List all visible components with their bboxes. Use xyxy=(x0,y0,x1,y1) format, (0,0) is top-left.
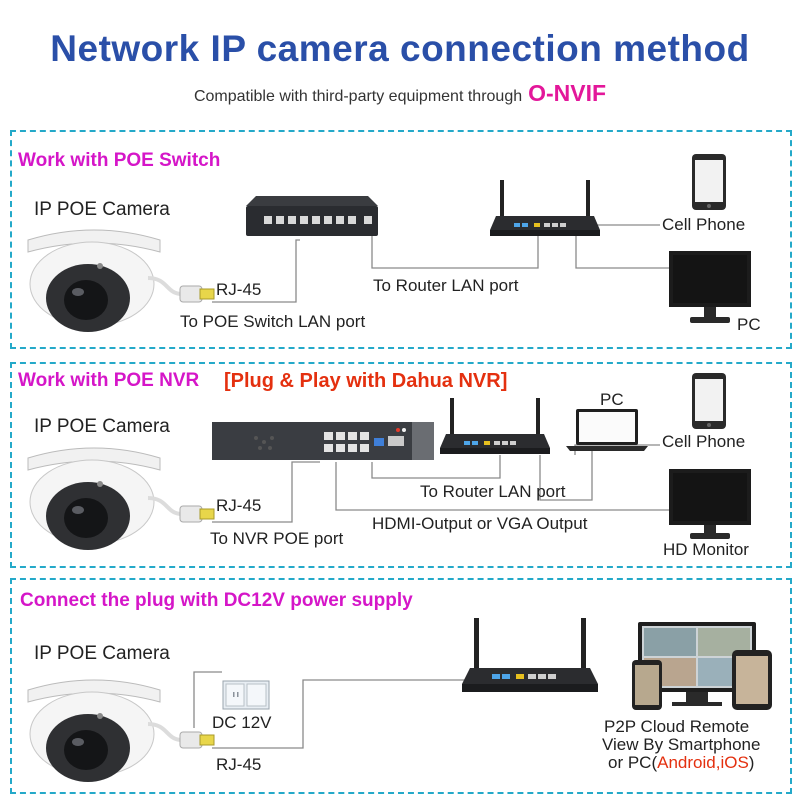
router-icon xyxy=(490,180,600,236)
panel1-router-label: To Router LAN port xyxy=(373,276,519,295)
hd-monitor-icon xyxy=(669,469,751,539)
panel2-monitor-label: HD Monitor xyxy=(663,540,749,559)
panel1-port-label: To POE Switch LAN port xyxy=(180,312,366,331)
page-subtitle: Compatible with third-party equipment th… xyxy=(0,80,800,107)
panel3-camera-label: IP POE Camera xyxy=(34,643,170,664)
panel-dc12v xyxy=(10,578,792,794)
panel2-router-label: To Router LAN port xyxy=(420,482,566,501)
panel2-port-label: To NVR POE port xyxy=(210,529,344,548)
pc-monitor-icon xyxy=(669,251,751,323)
dome-camera-icon xyxy=(27,679,161,782)
panel2-pc-label: PC xyxy=(600,390,624,409)
panel1-rj45-label: RJ-45 xyxy=(216,280,262,299)
rj45-connector-icon xyxy=(148,496,215,523)
rj45-connector-icon xyxy=(148,276,215,303)
panel3-heading: Connect the plug with DC12V power supply xyxy=(20,590,413,611)
panel3-dc-label: DC 12V xyxy=(212,713,272,732)
panel2-rj45-label: RJ-45 xyxy=(216,496,262,515)
panel-poe-nvr xyxy=(10,362,792,568)
router-icon xyxy=(440,398,550,454)
panel-poe-switch xyxy=(10,130,792,349)
panel1-pc-label: PC xyxy=(737,315,761,334)
panel2-heading-highlight: [Plug & Play with Dahua NVR] xyxy=(224,370,508,392)
rj45-connector-icon xyxy=(148,722,215,749)
router-icon xyxy=(462,618,598,692)
laptop-icon xyxy=(566,409,648,451)
panel1-camera-label: IP POE Camera xyxy=(34,199,170,220)
panel2-heading: Work with POE NVR xyxy=(18,370,200,391)
panel2-phone-label: Cell Phone xyxy=(662,432,746,451)
p2p-line3-prefix: or PC( xyxy=(608,753,658,772)
power-outlet-icon xyxy=(222,680,270,710)
panel3-p2p-line3: or PC(Android,iOS) xyxy=(608,753,754,773)
p2p-line3-suffix: ) xyxy=(748,753,755,772)
panel2-output-label: HDMI-Output or VGA Output xyxy=(372,514,588,533)
panel2-camera-label: IP POE Camera xyxy=(34,416,170,437)
subtitle-text: Compatible with third-party equipment th… xyxy=(193,88,523,105)
p2p-devices-illustration xyxy=(632,622,772,710)
poe-switch-icon xyxy=(246,196,378,236)
dome-camera-icon xyxy=(27,447,161,550)
page-title: Network IP camera connection method xyxy=(50,28,750,69)
cell-phone-icon xyxy=(692,373,726,429)
p2p-line3-highlight: Android,iOS xyxy=(657,753,749,772)
panel3-p2p-line1: P2P Cloud Remote xyxy=(604,717,750,736)
cell-phone-icon xyxy=(692,154,726,210)
nvr-recorder-icon xyxy=(212,422,434,460)
panel3-p2p-line2: View By Smartphone xyxy=(602,735,761,754)
dome-camera-icon xyxy=(27,229,161,332)
subtitle-highlight: O-NVIF xyxy=(528,80,607,106)
panel1-heading: Work with POE Switch xyxy=(18,150,221,171)
panel3-rj45-label: RJ-45 xyxy=(216,755,262,774)
panel1-phone-label: Cell Phone xyxy=(662,215,746,234)
